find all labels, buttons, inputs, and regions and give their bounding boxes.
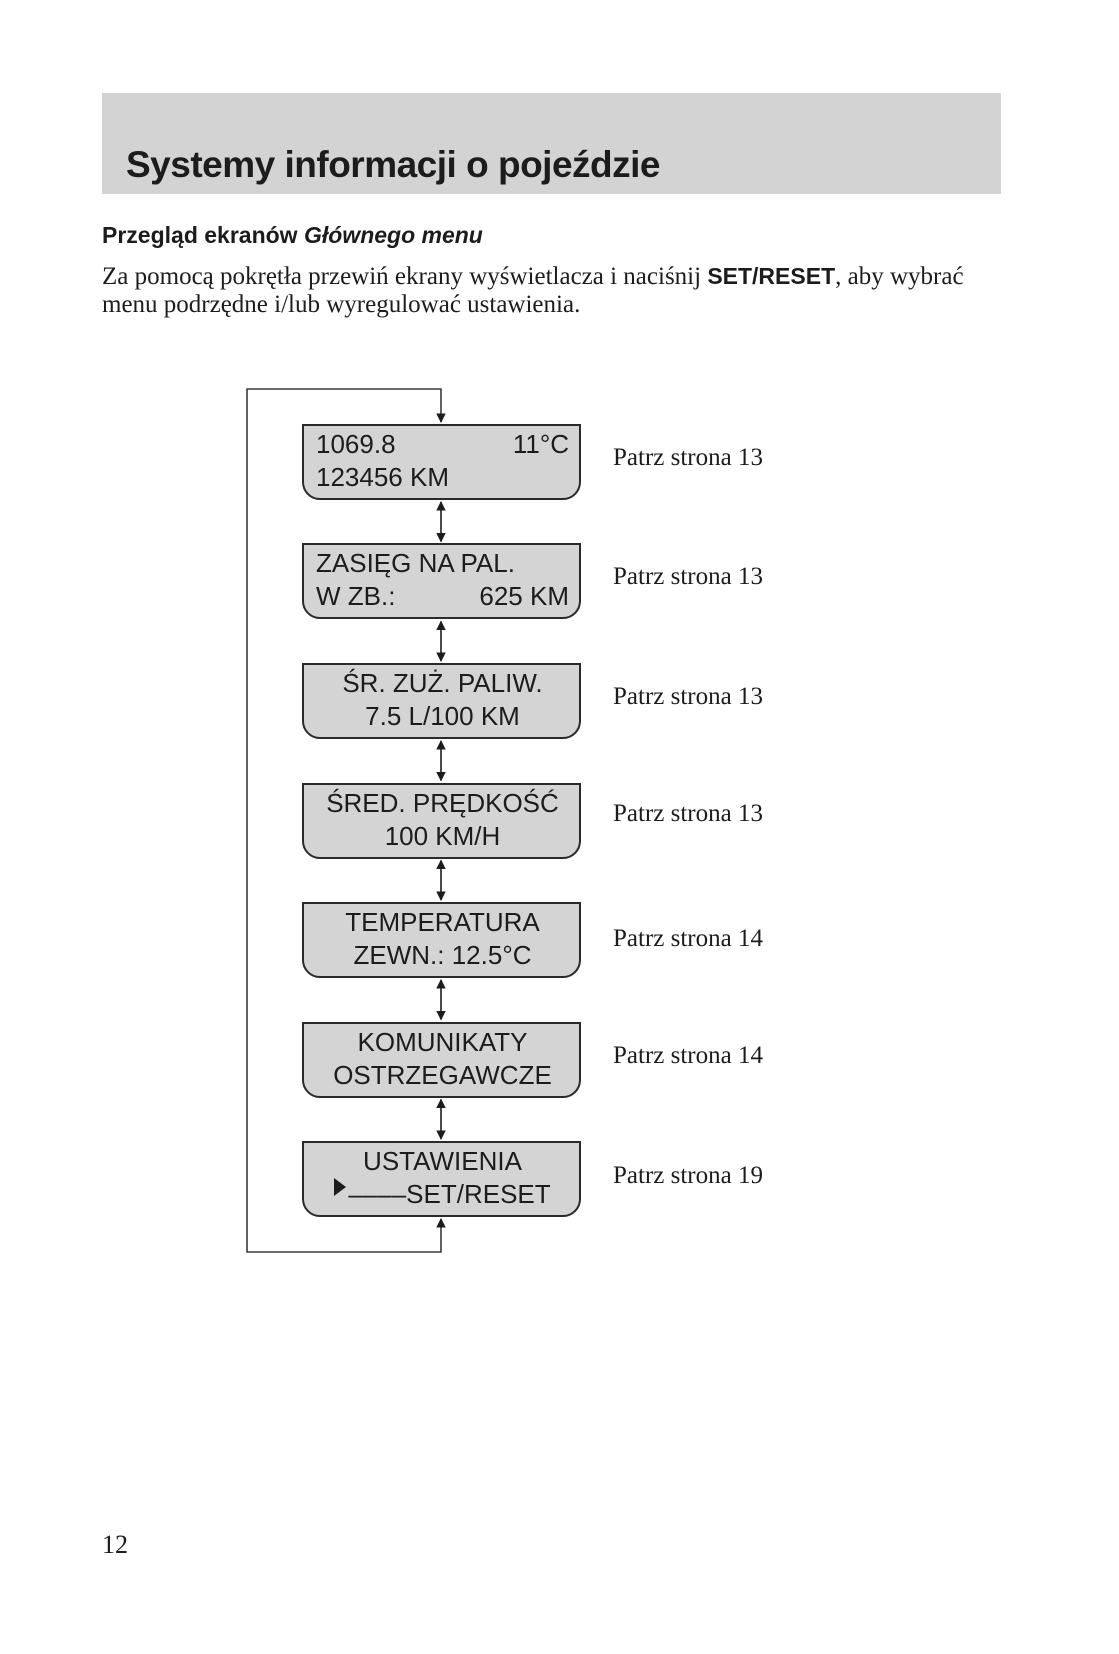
screen-line: 7.5 L/100 KM [365,701,520,731]
section-heading: Przegląd ekranów Głównego menu [102,222,483,249]
page-title: Systemy informacji o pojeździe [126,144,660,185]
loop-back-arrow-icon [246,388,446,1253]
screen-line: ZEWN.: 12.5°C [353,940,532,970]
screen-avg-fuel: ŚR. ZUŻ. PALIW. 7.5 L/100 KM [302,663,581,739]
range-value: 625 KM [479,581,569,611]
screen-trip-odometer: 1069.8 11°C 123456 KM [302,424,581,500]
screen-line: KOMUNIKATY [357,1027,528,1057]
screen-avg-speed: ŚRED. PRĘDKOŚĆ 100 KM/H [302,783,581,859]
section-heading-italic: Głównego menu [303,222,483,248]
see-page-reference: Patrz strona 13 [613,800,763,827]
loop-line [246,388,446,1253]
screen-line: W ZB.: 625 KM [316,580,569,613]
screen-line: ŚR. ZUŻ. PALIW. [342,668,543,698]
screen-warnings: KOMUNIKATY OSTRZEGAWCZE [302,1022,581,1098]
outside-temp-value: 11°C [512,429,569,459]
screen-line: ŚRED. PRĘDKOŚĆ [326,788,559,818]
screen-settings: USTAWIENIA ––––SET/RESET [302,1141,581,1217]
screen-line: USTAWIENIA [363,1146,522,1176]
odometer-value: 123456 KM [316,462,449,492]
see-page-reference: Patrz strona 13 [613,563,763,590]
intro-set-reset: SET/RESET [707,263,836,289]
range-sublabel: W ZB.: [316,581,396,611]
pointer-triangle-icon [334,1178,347,1196]
screen-range: ZASIĘG NA PAL. W ZB.: 625 KM [302,543,581,619]
see-page-reference: Patrz strona 19 [613,1162,763,1189]
screen-line: 1069.8 11°C [316,428,569,461]
header-band: Systemy informacji o pojeździe [102,93,1001,194]
intro-text-before: Za pomocą pokrętła przewiń ekrany wyświe… [102,263,708,290]
intro-paragraph: Za pomocą pokrętła przewiń ekrany wyświe… [102,262,982,319]
see-page-reference: Patrz strona 14 [613,1042,763,1069]
screen-line: ZASIĘG NA PAL. [316,547,569,580]
see-page-reference: Patrz strona 13 [613,683,763,710]
screen-line: 100 KM/H [384,821,501,851]
trip-value: 1069.8 [316,429,396,459]
intro-text-after: , aby wybrać menu podrzędne i/lub wyregu… [102,263,964,318]
section-heading-plain: Przegląd ekranów [102,222,304,248]
screen-line: 123456 KM [316,461,569,494]
page-number: 12 [102,1530,128,1559]
screen-line: OSTRZEGAWCZE [333,1060,552,1090]
see-page-reference: Patrz strona 13 [613,444,763,471]
range-label: ZASIĘG NA PAL. [316,548,515,578]
set-reset-hint: ––––SET/RESET [348,1179,551,1209]
screen-line: TEMPERATURA [345,907,540,937]
see-page-reference: Patrz strona 14 [613,925,763,952]
screen-line: ––––SET/RESET [316,1178,569,1211]
screen-outside-temp: TEMPERATURA ZEWN.: 12.5°C [302,902,581,978]
